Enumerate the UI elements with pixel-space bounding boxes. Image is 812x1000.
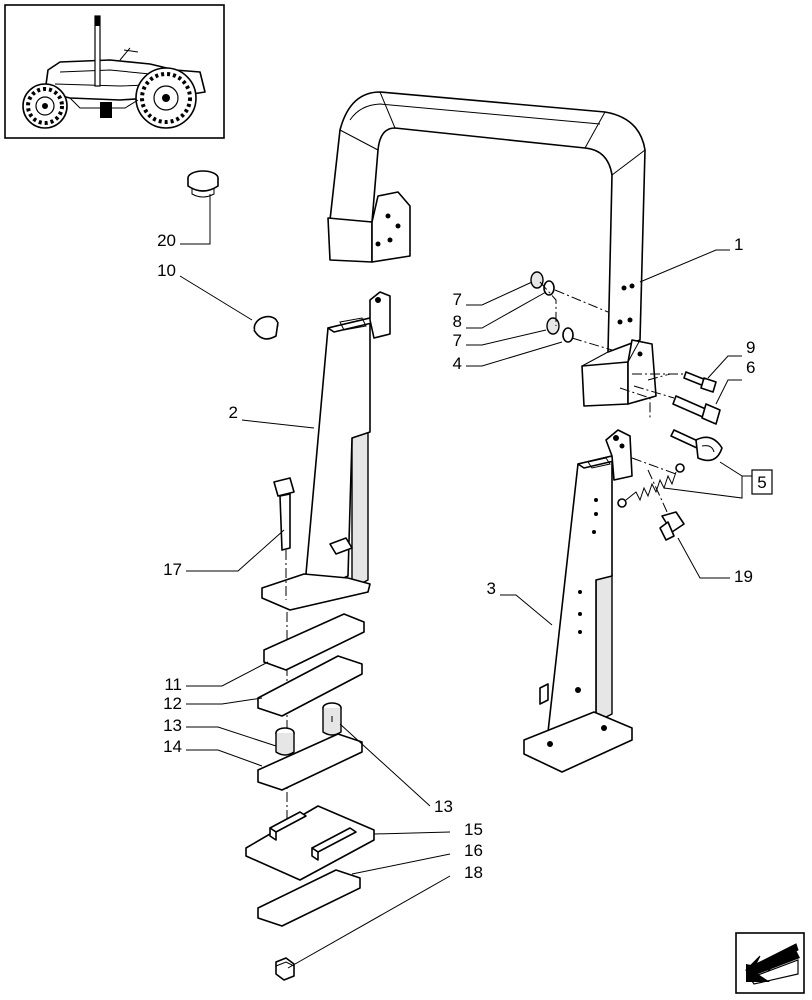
callout-labels: 1 2 3 4 5 6 7 7 8 9 10 11 12 13 13 14 15… [157,231,767,882]
callout-2: 2 [229,403,238,422]
callout-13a: 13 [163,716,182,735]
post-part-3 [523,429,633,773]
plate-part-11 [263,613,365,671]
bolt-part-9 [683,371,717,393]
bracket-part-15 [245,805,375,881]
next-page-arrow-icon[interactable] [735,932,805,994]
washer-part-7a [530,271,544,289]
washer-part-4 [562,327,574,343]
callout-4: 4 [453,354,462,373]
callout-6: 6 [746,358,755,377]
nut-part-18 [275,957,295,981]
callout-20: 20 [157,231,176,250]
callout-8: 8 [453,312,462,331]
plate-part-16 [257,869,361,927]
post-part-2 [261,291,391,611]
callout-13b: 13 [434,797,453,816]
roll-bar-arch-part-1 [327,91,657,407]
plug-part-10 [253,315,279,340]
bolt-part-17 [273,477,295,551]
callout-box-5 [751,469,773,495]
plate-part-12 [257,655,363,717]
plate-part-14 [257,733,363,791]
bolt-part-6 [672,395,721,425]
pin-part-5 [670,429,723,462]
spacer-part-13a [275,727,295,756]
callout-15: 15 [464,820,483,839]
callout-1: 1 [734,235,743,254]
callout-17: 17 [163,560,182,579]
callout-7b: 7 [453,331,462,350]
callout-14: 14 [163,737,182,756]
clip-part-19 [659,511,685,541]
callout-10: 10 [157,261,176,280]
leader-lines [179,194,755,969]
washer-part-7b [546,317,560,335]
callout-9: 9 [746,338,755,357]
tractor-thumbnail-icon [4,4,225,139]
spring-part-5 [617,463,685,508]
plastic-cap-part-20 [187,170,219,198]
washer-part-8 [543,280,555,296]
callout-11: 11 [164,675,182,694]
callout-19: 19 [734,567,753,586]
callout-3: 3 [487,579,496,598]
callout-16: 16 [464,841,483,860]
callout-18: 18 [464,863,483,882]
callout-12: 12 [163,694,182,713]
callout-5: 5 [757,473,766,492]
callout-7a: 7 [453,290,462,309]
